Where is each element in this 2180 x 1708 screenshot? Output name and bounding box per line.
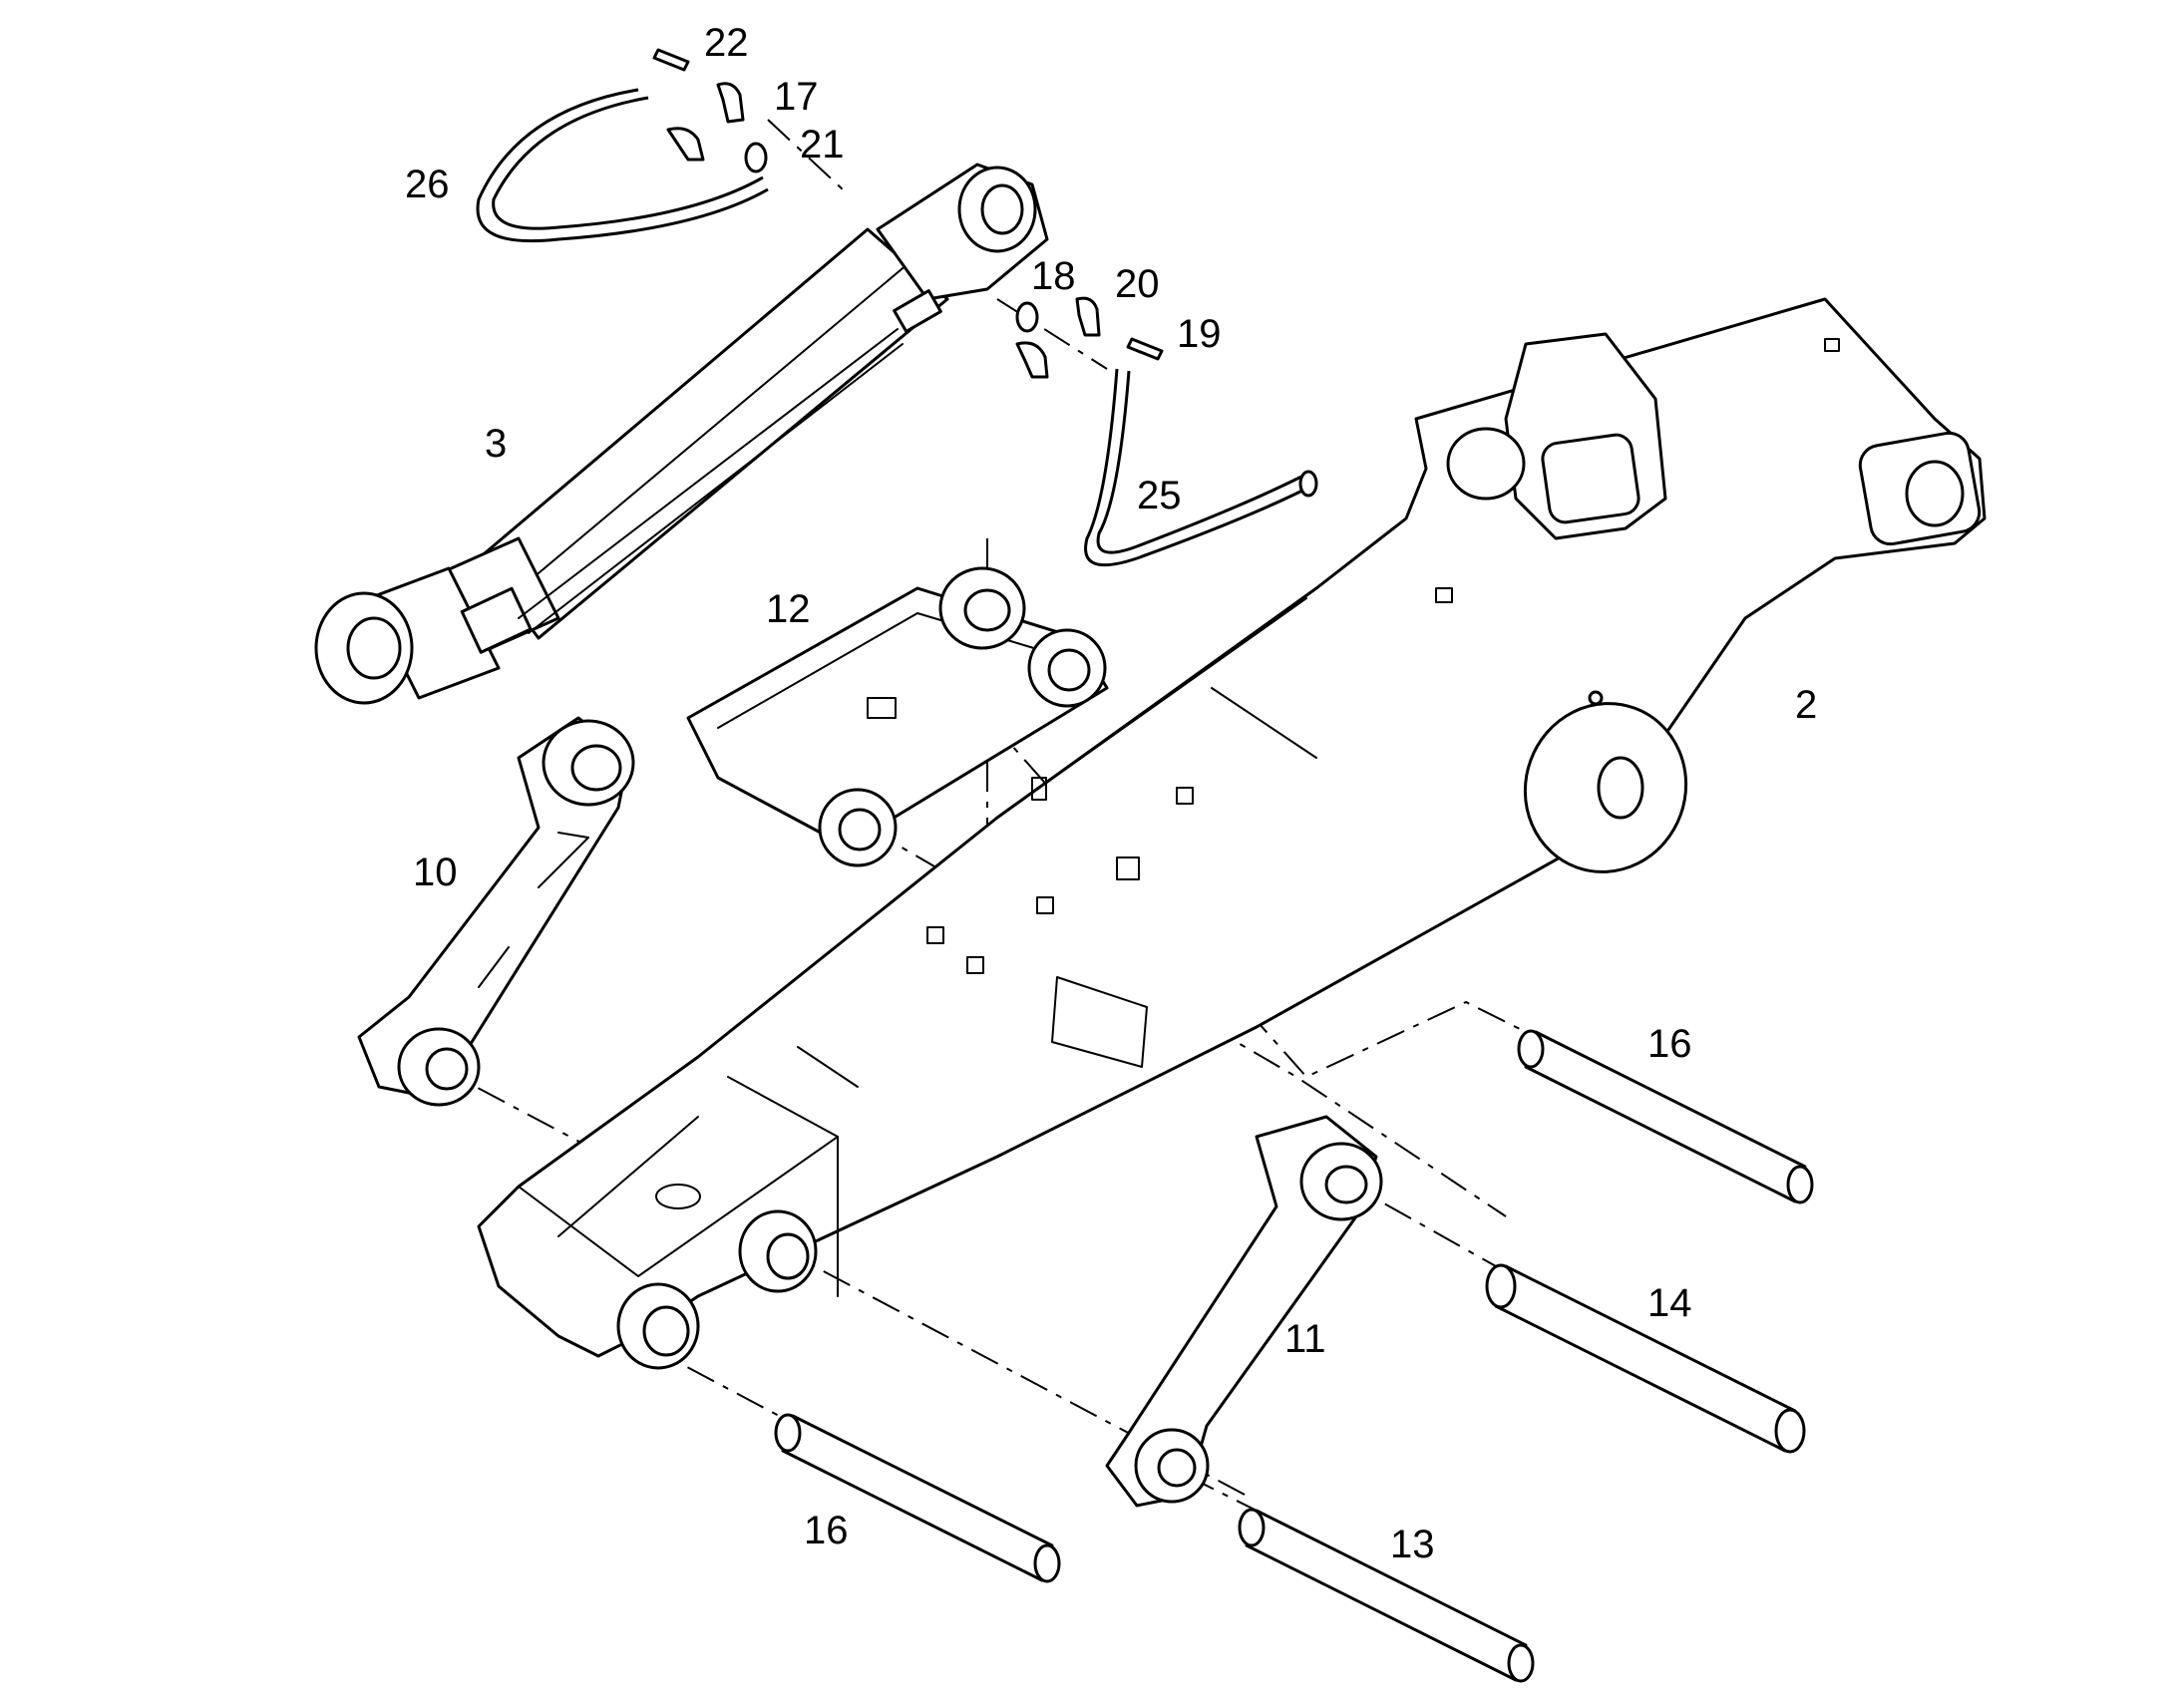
callout-17: 17 — [774, 75, 819, 119]
callout-11: 11 — [1284, 1317, 1326, 1361]
callout-10: 10 — [413, 851, 458, 894]
link-part-11 — [1105, 1115, 1383, 1508]
bolt-part-19 — [1126, 337, 1164, 361]
callout-20: 20 — [1115, 262, 1160, 306]
hose-part-25 — [1084, 368, 1318, 567]
hydraulic-cylinder-part-3 — [314, 163, 1049, 705]
clamp-half-upper-left — [666, 127, 705, 162]
pin-part-16-bottom — [774, 1413, 1061, 1583]
pin-part-16-right — [1517, 1029, 1814, 1204]
callout-18: 18 — [1031, 254, 1076, 298]
callout-12: 12 — [766, 587, 811, 631]
callout-3: 3 — [485, 422, 507, 466]
callout-21: 21 — [800, 123, 845, 167]
o-ring-part-21 — [744, 142, 768, 173]
quick-hitch-part-12 — [686, 566, 1109, 867]
callout-22: 22 — [704, 21, 749, 65]
hose-part-26 — [476, 88, 769, 243]
o-ring-part-18 — [1015, 301, 1039, 333]
link-part-10 — [357, 716, 635, 1107]
main-boom-part-2 — [477, 297, 1987, 1370]
pin-part-13 — [1238, 1508, 1535, 1683]
callout-26: 26 — [405, 163, 450, 206]
clamp-part-17 — [716, 82, 745, 124]
clamp-half-lower — [1015, 341, 1049, 379]
callout-14: 14 — [1647, 1281, 1692, 1325]
callout-19: 19 — [1177, 312, 1222, 356]
callout-2: 2 — [1795, 683, 1817, 727]
pin-part-14 — [1485, 1263, 1806, 1454]
callout-25: 25 — [1137, 474, 1182, 517]
fittings — [652, 48, 1164, 379]
bolt-part-22 — [652, 48, 690, 72]
clamp-part-20 — [1075, 296, 1101, 337]
callout-labels: 22 17 21 26 18 20 19 3 25 12 2 10 16 14 … — [405, 21, 1817, 1566]
callout-16-bottom: 16 — [804, 1509, 849, 1552]
callout-13: 13 — [1390, 1523, 1435, 1566]
callout-16-right: 16 — [1647, 1022, 1692, 1066]
